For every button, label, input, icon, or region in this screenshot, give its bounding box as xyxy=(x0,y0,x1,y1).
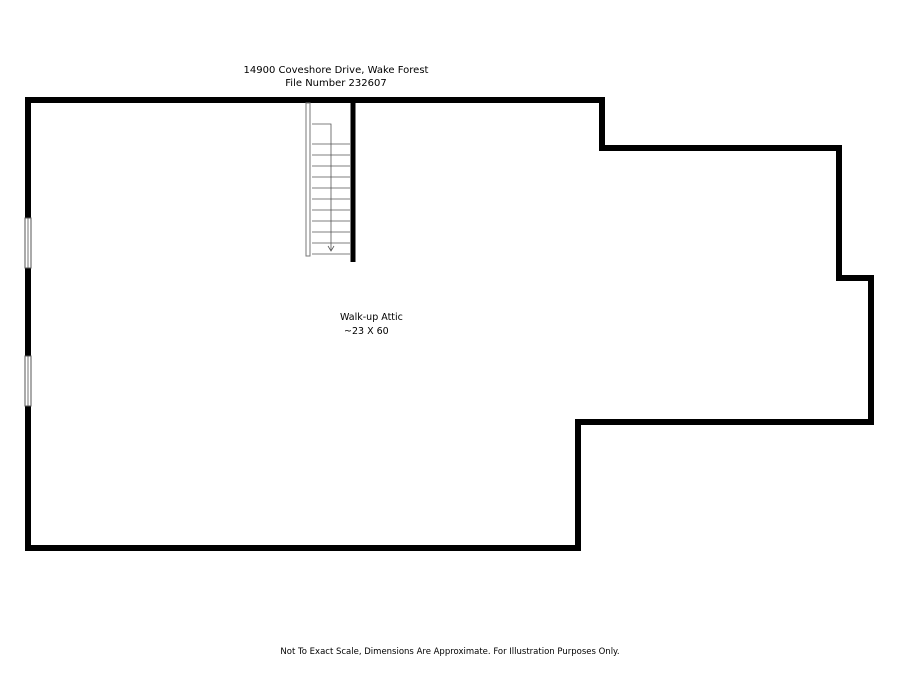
file-number: File Number 232607 xyxy=(285,78,387,89)
exterior-walls xyxy=(25,97,874,551)
room-label: Walk-up Attic ~23 X 60 xyxy=(340,311,450,339)
room-name: Walk-up Attic xyxy=(340,312,403,323)
plan-header: 14900 Coveshore Drive, Wake Forest File … xyxy=(236,64,436,90)
room-dimensions: ~23 X 60 xyxy=(344,326,389,337)
property-address: 14900 Coveshore Drive, Wake Forest xyxy=(243,65,429,76)
staircase-icon xyxy=(305,102,350,257)
disclaimer: Not To Exact Scale, Dimensions Are Appro… xyxy=(280,647,620,657)
window-icon xyxy=(24,217,32,269)
down-arrow-icon xyxy=(327,245,335,252)
window-icon xyxy=(24,355,32,407)
